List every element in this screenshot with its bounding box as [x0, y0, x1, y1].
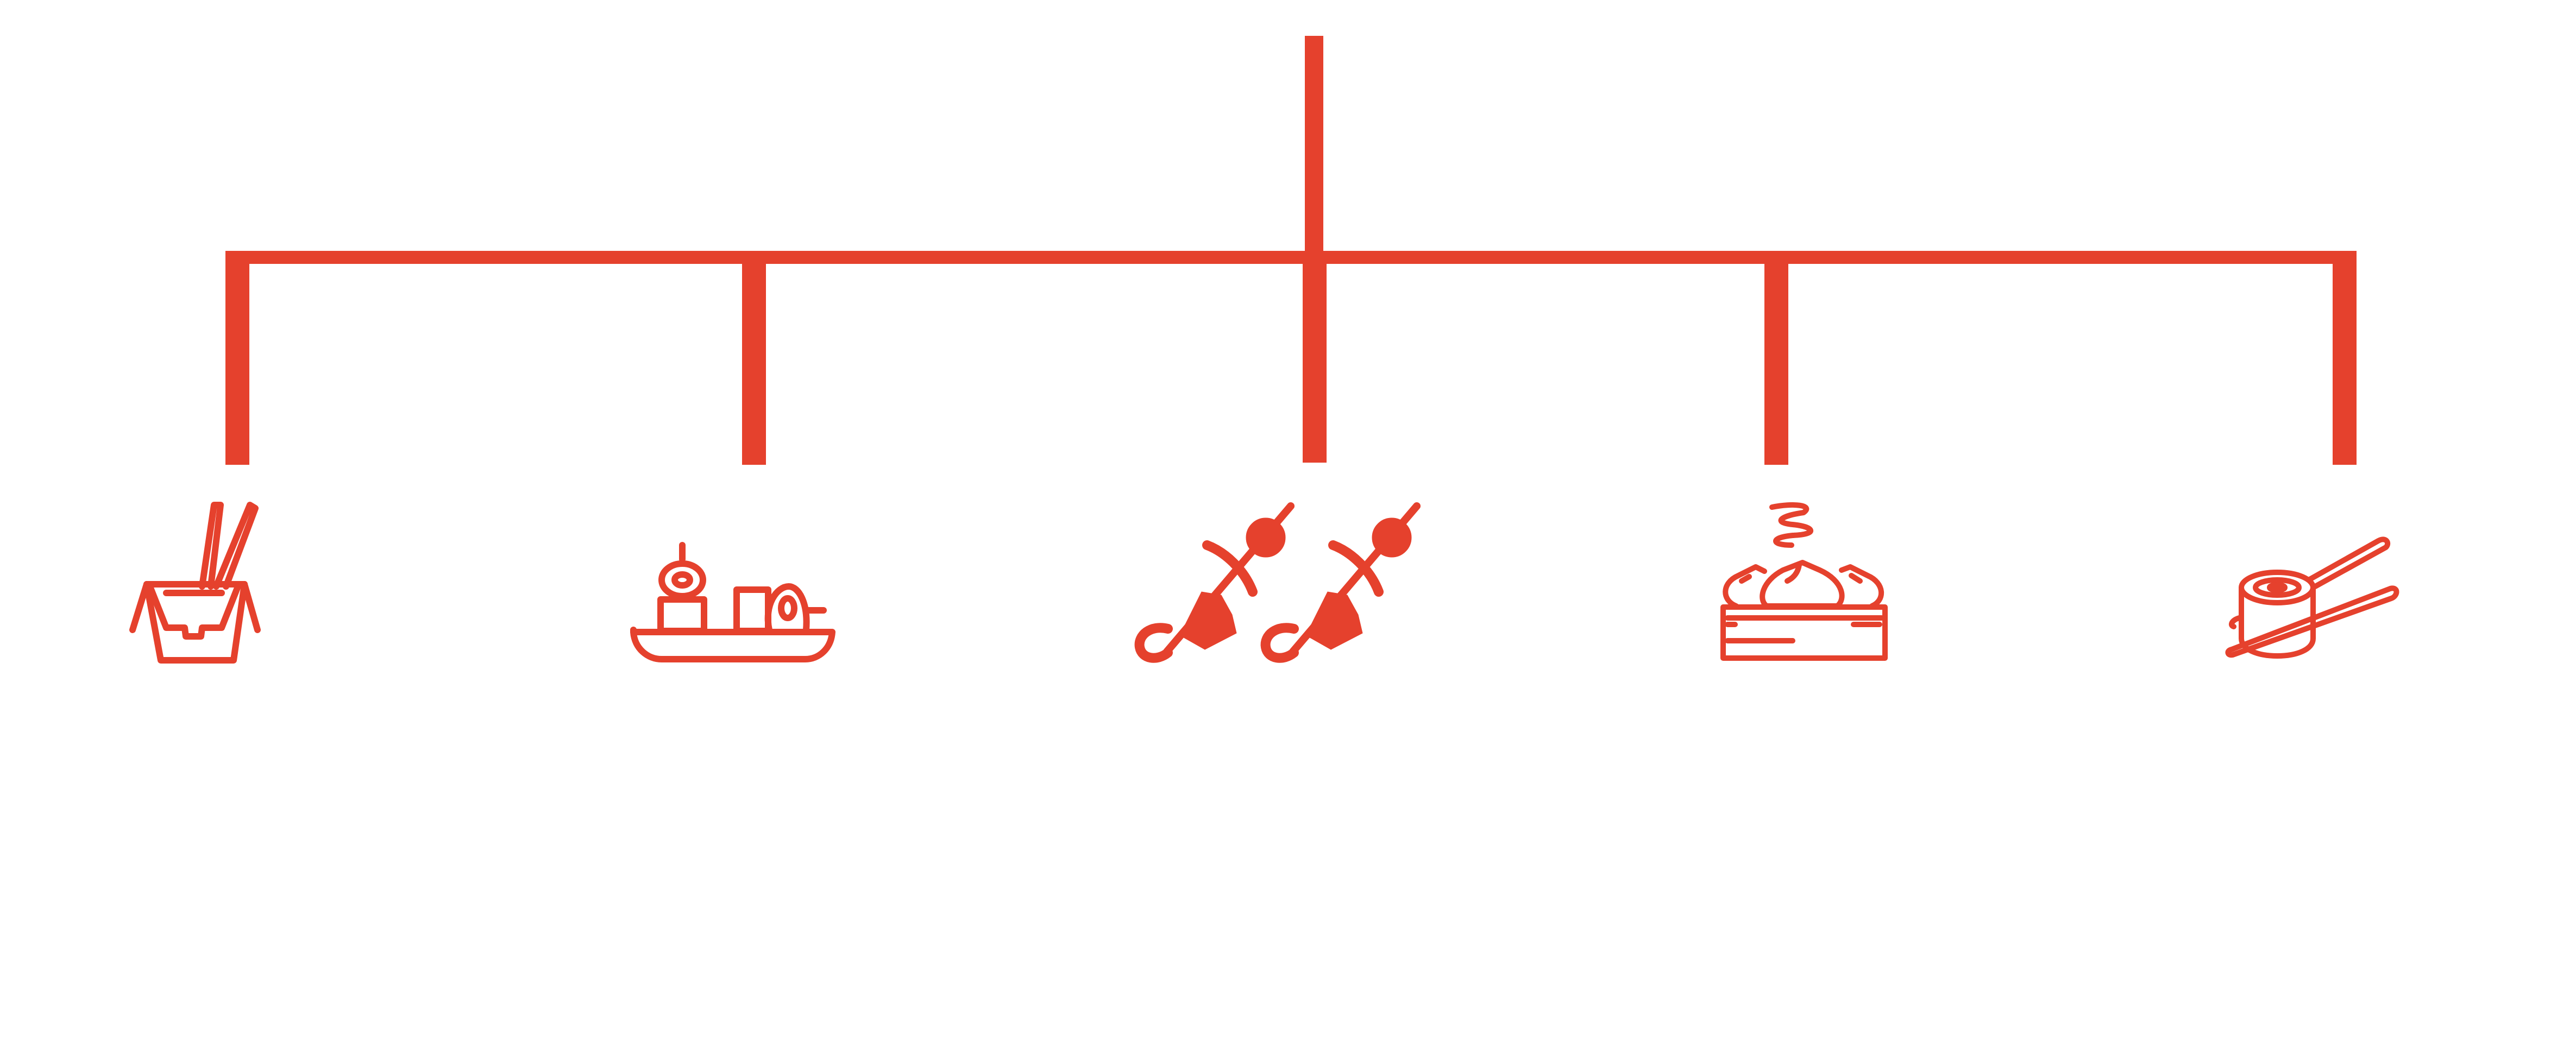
root-stem: [1305, 36, 1323, 251]
tree-connectors: [225, 36, 2357, 465]
branch-stem-1: [225, 251, 249, 465]
branch-stem-2: [742, 251, 766, 465]
sushi-platter-icon: [630, 542, 835, 662]
branch-stem-4: [1764, 251, 1788, 465]
horizontal-bar: [225, 251, 2355, 264]
meat-skewers-icon: [1134, 502, 1421, 663]
sushi-roll-with-chopsticks-icon: [2225, 536, 2399, 659]
branch-stem-3: [1303, 251, 1327, 463]
steamed-buns-steamer-icon: [1720, 502, 1888, 661]
branch-stem-5: [2333, 251, 2357, 465]
takeout-box-with-chopsticks-icon: [129, 502, 261, 664]
